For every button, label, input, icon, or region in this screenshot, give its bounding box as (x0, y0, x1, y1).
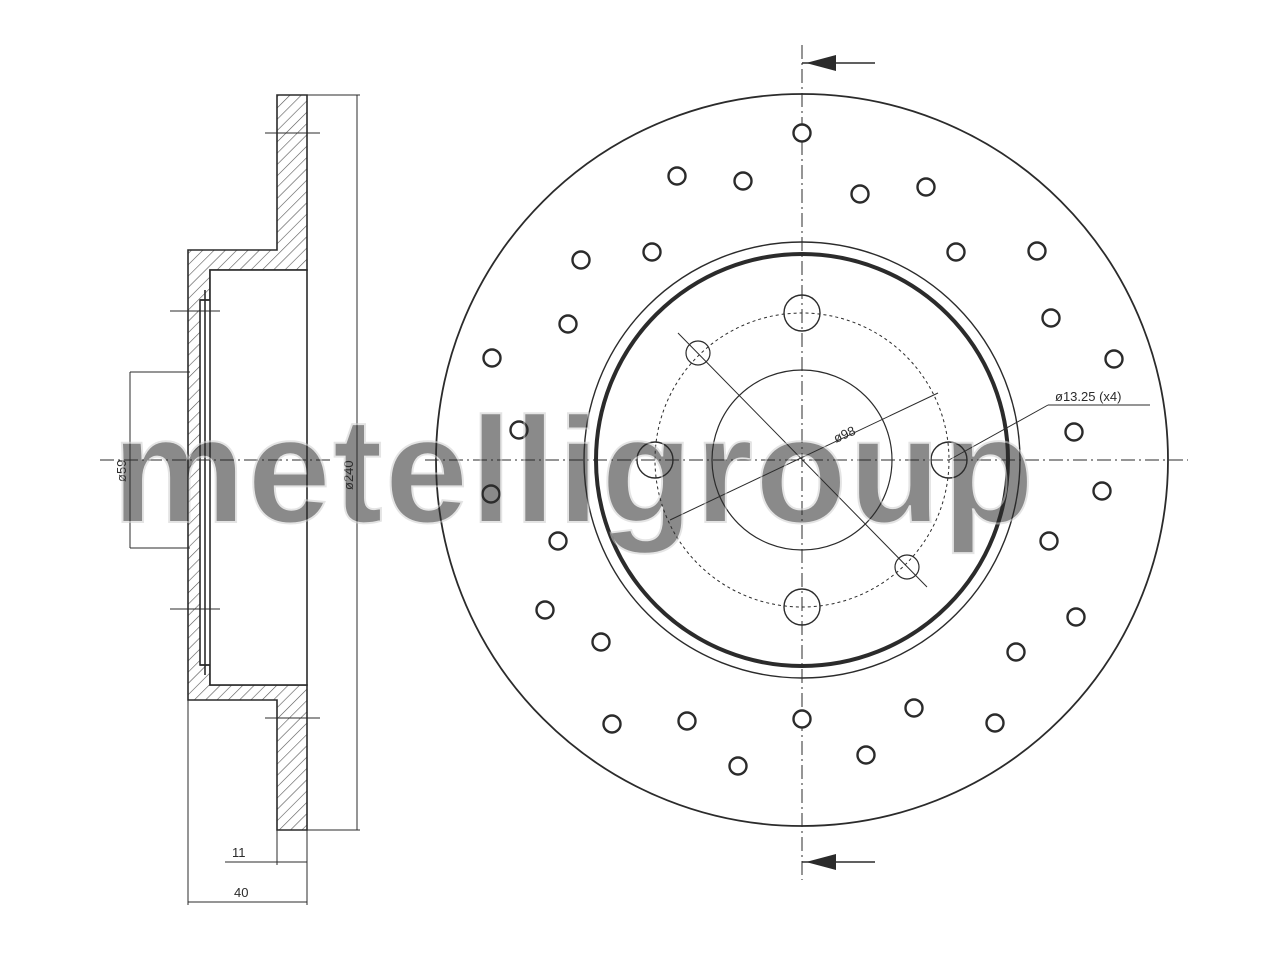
drill-hole-group (481, 123, 1124, 776)
drill-hole (1039, 531, 1059, 551)
dim-98-leader (669, 392, 939, 521)
drill-hole (677, 711, 697, 731)
locating-hole (685, 340, 711, 366)
drill-hole (535, 600, 555, 620)
drill-hole (1027, 241, 1047, 261)
section-arrow-bottom-icon (806, 854, 836, 870)
drill-hole (1092, 481, 1112, 501)
bolt-hole (930, 441, 968, 479)
bolt-hole (636, 441, 674, 479)
front-view (425, 45, 1188, 880)
drill-hole (904, 698, 924, 718)
drill-hole (1064, 422, 1084, 442)
drill-hole (602, 714, 622, 734)
dim-label-40: 40 (234, 885, 248, 900)
bolt-hole (783, 588, 821, 626)
drill-hole (482, 348, 502, 368)
drill-hole (792, 709, 812, 729)
dim-label-11: 11 (232, 845, 246, 860)
drill-hole (1041, 308, 1061, 328)
drill-hole (1104, 349, 1124, 369)
drill-hole (667, 166, 687, 186)
drill-hole (985, 713, 1005, 733)
bolt-hole (783, 294, 821, 332)
side-section-view (100, 94, 360, 905)
drill-hole (728, 756, 748, 776)
hub-cavity (209, 269, 308, 686)
dim-label-13-25: ø13.25 (x4) (1055, 389, 1121, 404)
drill-hole (591, 632, 611, 652)
drill-hole (792, 123, 812, 143)
drill-hole (850, 184, 870, 204)
drill-hole (558, 314, 578, 334)
locating-hole-axis (677, 332, 928, 588)
dim-label-59: ø59 (114, 460, 129, 482)
watermark-logo: metelligroup (112, 386, 1036, 554)
drill-hole (733, 171, 753, 191)
drill-hole (1006, 642, 1026, 662)
drill-hole (571, 250, 591, 270)
drill-hole (946, 242, 966, 262)
drill-hole (856, 745, 876, 765)
section-arrow-top-icon (806, 55, 836, 71)
drill-hole (548, 531, 568, 551)
drill-hole (916, 177, 936, 197)
locating-hole (894, 554, 920, 580)
drill-hole (509, 420, 529, 440)
drill-hole (642, 242, 662, 262)
drill-hole (481, 484, 501, 504)
dim-label-240: ø240 (341, 460, 356, 490)
dim-13-leader (948, 404, 1049, 461)
drill-hole (1066, 607, 1086, 627)
